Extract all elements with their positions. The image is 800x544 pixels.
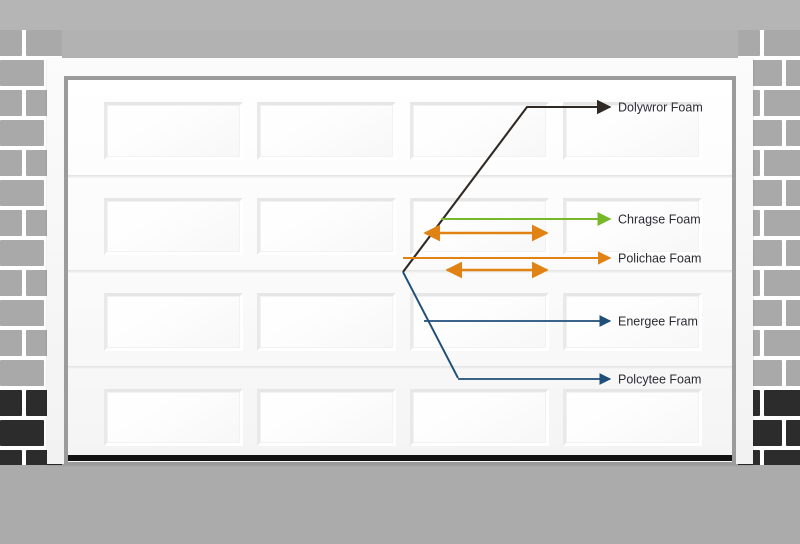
door-panel <box>257 293 396 351</box>
brick <box>26 30 62 56</box>
callout-label-4: Energee Fram <box>618 315 698 329</box>
door-panel <box>563 102 702 160</box>
brick <box>0 270 22 296</box>
brick <box>0 240 44 266</box>
callout-label-1: Dolywror Foam <box>618 101 703 115</box>
brick <box>0 180 44 206</box>
brick <box>764 90 800 116</box>
door-panel <box>104 102 243 160</box>
brick <box>764 330 800 356</box>
brick <box>764 30 800 56</box>
door-panel <box>104 388 243 446</box>
door-panel <box>257 197 396 255</box>
callout-label-2: Chragse Foam <box>618 213 701 227</box>
brick <box>0 90 22 116</box>
door-panel <box>410 102 549 160</box>
brick <box>0 150 22 176</box>
brick <box>0 120 44 146</box>
brick <box>786 360 800 386</box>
brick <box>786 60 800 86</box>
brick <box>0 390 22 416</box>
brick <box>786 300 800 326</box>
garage-door <box>68 80 732 462</box>
door-panel <box>104 197 243 255</box>
leader-line-blue-diagonal <box>402 271 459 379</box>
brick <box>764 390 800 416</box>
garage-door-sill <box>68 455 732 461</box>
brick <box>738 30 760 56</box>
brick <box>764 150 800 176</box>
door-panel <box>563 388 702 446</box>
callout-label-3: Polichae Foam <box>618 252 701 266</box>
door-section-divider <box>68 174 732 178</box>
brick <box>786 420 800 446</box>
door-panel <box>563 197 702 255</box>
upper-wall-strip <box>0 0 800 30</box>
brick <box>0 300 44 326</box>
brick <box>0 360 44 386</box>
brick <box>786 180 800 206</box>
callout-label-5: Polcytee Foam <box>618 373 701 387</box>
brick <box>786 120 800 146</box>
leader-line-callout-1 <box>402 99 612 273</box>
brick <box>0 420 44 446</box>
door-panel <box>104 293 243 351</box>
door-section-divider <box>68 270 732 273</box>
brick <box>764 210 800 236</box>
driveway-ground <box>0 465 800 544</box>
door-section-divider <box>68 365 732 369</box>
brick <box>786 240 800 266</box>
brick <box>0 210 22 236</box>
brick <box>764 270 800 296</box>
door-panel <box>410 388 549 446</box>
door-panel <box>257 388 396 446</box>
brick <box>0 330 22 356</box>
door-panel <box>257 102 396 160</box>
brick <box>0 60 44 86</box>
brick <box>0 450 22 465</box>
brick <box>0 30 22 56</box>
brick <box>764 450 800 465</box>
